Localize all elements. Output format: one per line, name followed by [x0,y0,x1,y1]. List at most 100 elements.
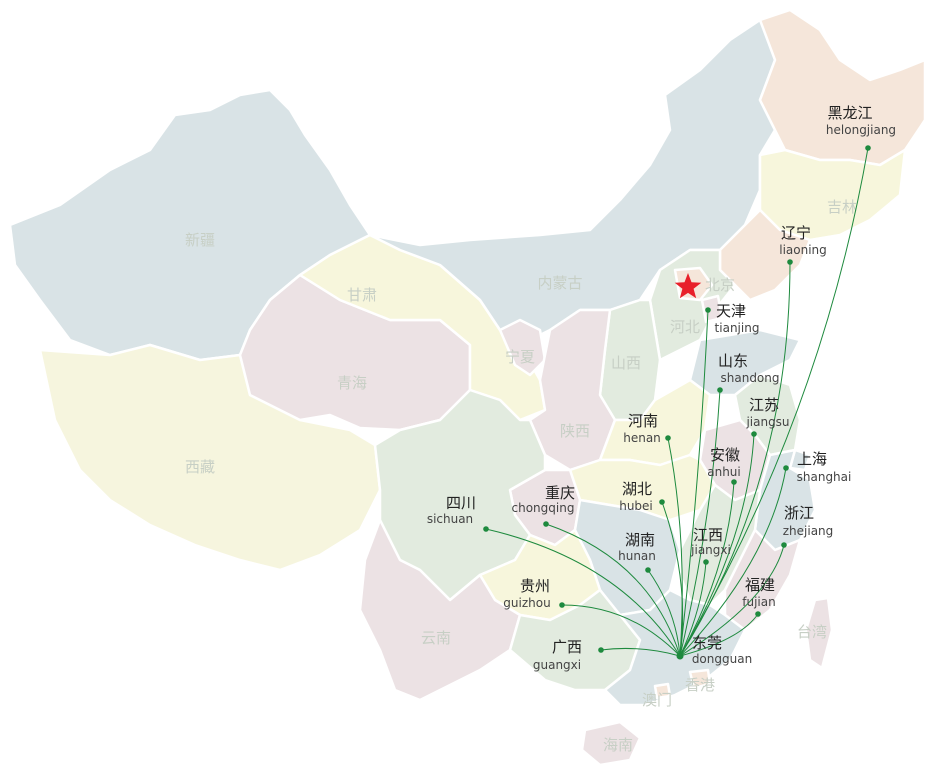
dot-tianjing [705,307,711,313]
label-zh-hubei: 湖北 [622,480,652,498]
label-py-hub-dongguan: dongguan [692,652,752,666]
capital-star-icon [674,273,702,299]
label-zh-sichuan: 四川 [446,494,476,512]
label-shanxi: 山西 [611,354,641,372]
dot-hubei [659,499,665,505]
label-py-hunan: hunan [618,549,656,563]
label-zh-chongqing: 重庆 [545,484,575,502]
label-zh-anhui: 安徽 [710,446,740,464]
dot-shandong [717,387,723,393]
region-xizang [38,343,382,572]
label-zh-hub-dongguan: 东莞 [692,634,722,652]
dot-henan [665,435,671,441]
label-py-tianjing: tianjing [715,321,760,335]
label-zh-guangxi: 广西 [552,638,582,656]
delivery-routes [485,147,869,657]
dot-jiangsu [751,431,757,437]
region-tianjin [700,294,724,324]
route-hunan [647,569,681,657]
route-hubei [661,501,684,657]
dot-hub-dongguan [676,652,684,660]
label-zh-guizhou: 贵州 [520,577,550,595]
dot-zhejiang [781,542,787,548]
label-xinjiang: 新疆 [185,231,215,249]
label-py-chongqing: chongqing [512,501,575,515]
label-py-sichuan: sichuan [427,512,473,526]
label-macau: 澳门 [642,691,672,709]
route-guangxi [600,647,681,657]
label-zh-fujian: 福建 [745,576,775,594]
label-zh-henan: 河南 [628,412,658,430]
label-py-shandong: shandong [721,371,780,385]
destination-labels: 黑龙江 helongjiang 辽宁 liaoning 天津 tianjing … [427,104,896,672]
label-py-jiangsu: jiangsu [745,415,789,429]
label-zh-zhejiang: 浙江 [784,504,814,522]
label-py-anhui: anhui [707,465,741,479]
label-beijing: 北京 [705,276,735,294]
dot-anhui [731,479,737,485]
label-zh-shanghai: 上海 [797,450,827,468]
label-py-zhejiang: zhejiang [783,524,834,538]
dot-liaoning [787,259,793,265]
label-zh-liaoning: 辽宁 [781,224,811,242]
route-guizhou [561,604,681,657]
label-py-henan: henan [623,431,661,445]
route-sichuan [485,528,681,657]
dot-guizhou [559,602,565,608]
region-taiwan [804,596,834,670]
label-hainan: 海南 [603,736,633,754]
dot-jiangxi [703,559,709,565]
dot-chongqing [543,521,549,527]
province-shapes [8,8,927,767]
label-neimenggu: 内蒙古 [537,274,582,292]
label-gansu: 甘肃 [347,286,377,304]
route-henan [667,437,683,657]
route-jiangxi [679,561,707,657]
label-zh-jiangsu: 江苏 [749,396,779,414]
route-zhejiang [679,544,785,657]
dot-guangxi [598,647,604,653]
label-xizang: 西藏 [185,458,215,476]
destination-dots [483,145,871,660]
label-zh-helongjiang: 黑龙江 [827,104,872,122]
label-py-liaoning: liaoning [779,243,827,257]
background-region-labels: 新疆 西藏 青海 甘肃 内蒙古 宁夏 陕西 山西 河北 北京 吉林 云南 台湾 … [185,198,857,754]
route-fujian [679,613,759,657]
label-py-fujian: fujian [742,595,775,609]
label-zh-jiangxi: 江西 [693,526,723,544]
label-zh-tianjing: 天津 [716,302,746,320]
label-py-jiangxi: jiangxi [690,543,731,557]
route-anhui [679,481,735,657]
region-heilongjiang [758,8,927,167]
route-shandong [679,389,721,657]
label-hebei: 河北 [670,318,700,336]
region-macau [653,682,672,700]
label-jilin: 吉林 [827,198,857,216]
label-taiwan: 台湾 [797,623,827,641]
label-py-guangxi: guangxi [533,658,581,672]
label-hongkong: 香港 [685,676,715,694]
label-zh-shandong: 山东 [718,352,748,370]
region-hainan [580,720,642,767]
dot-helongjiang [865,145,871,151]
label-ningxia: 宁夏 [505,348,535,366]
dot-fujian [755,611,761,617]
label-qinghai: 青海 [337,374,367,392]
dot-shanghai [783,465,789,471]
route-chongqing [545,523,681,657]
label-shaanxi: 陕西 [560,422,590,440]
label-yunnan: 云南 [421,629,451,647]
region-yunnan [358,518,522,702]
dot-sichuan [483,526,489,532]
label-py-shanghai: shanghai [797,470,852,484]
label-py-hubei: hubei [619,499,653,513]
route-tianjing [679,309,709,657]
route-shanghai [679,467,787,657]
route-liaoning [679,261,791,657]
dot-hunan [645,567,651,573]
route-jiangsu [679,433,755,657]
label-py-helongjiang: helongjiang [826,123,896,137]
label-py-guizhou: guizhou [503,596,550,610]
label-zh-hunan: 湖南 [625,531,655,549]
